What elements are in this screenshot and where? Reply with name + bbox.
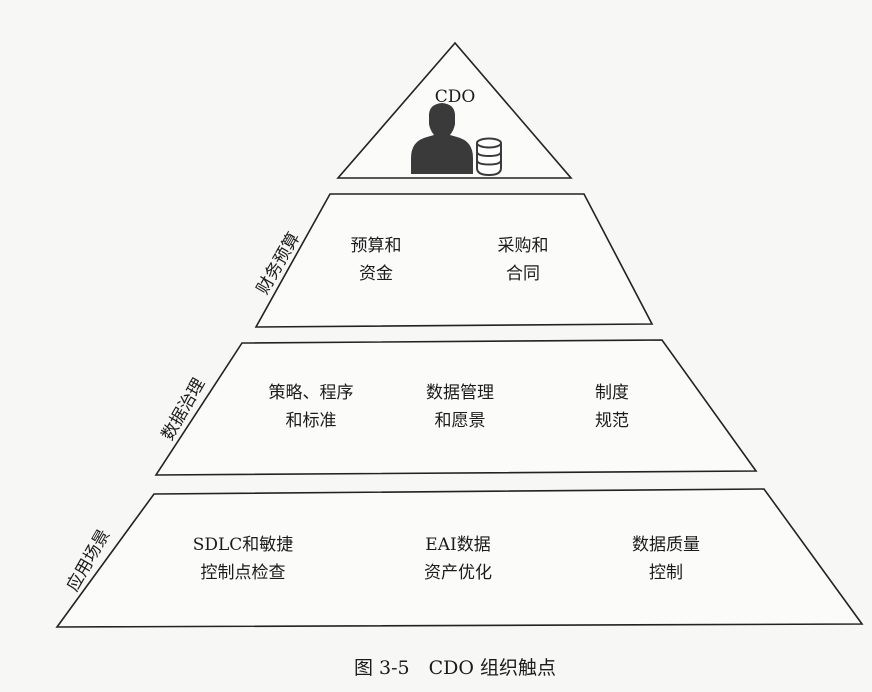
tier1-trapezoid	[254, 193, 654, 328]
tier3-item3-line1: 数据质量	[632, 535, 700, 555]
tier3-item2-line2: 资产优化	[424, 563, 492, 583]
figure-caption: 图 3-5 CDO 组织触点	[354, 657, 556, 679]
tier1-item1-line2: 资金	[359, 264, 393, 284]
person-icon	[411, 103, 473, 174]
tier1-item1-line1: 预算和	[351, 236, 402, 256]
tier1-item2-line2: 合同	[506, 264, 540, 284]
tier2-item2-line2: 和愿景	[435, 411, 486, 431]
tier3-trapezoid	[55, 488, 864, 628]
database-icon	[476, 137, 502, 177]
tier1-item2-line1: 采购和	[498, 236, 549, 256]
tier3-item1-line1: SDLC和敏捷	[193, 535, 294, 555]
tier2-trapezoid	[154, 339, 758, 476]
tier3-item1-line2: 控制点检查	[201, 563, 286, 583]
tier2-item3-line1: 制度	[595, 383, 629, 403]
tier3-item2-line1: EAI数据	[425, 535, 490, 555]
tier3-item3-line2: 控制	[649, 563, 683, 583]
top-triangle	[336, 41, 573, 179]
tier2-item1-line2: 和标准	[286, 411, 337, 431]
top-title: CDO	[435, 87, 476, 107]
tier2-item3-line2: 规范	[595, 411, 629, 431]
tier2-item2-line1: 数据管理	[426, 383, 494, 403]
tier2-item1-line1: 策略、程序	[269, 383, 354, 403]
